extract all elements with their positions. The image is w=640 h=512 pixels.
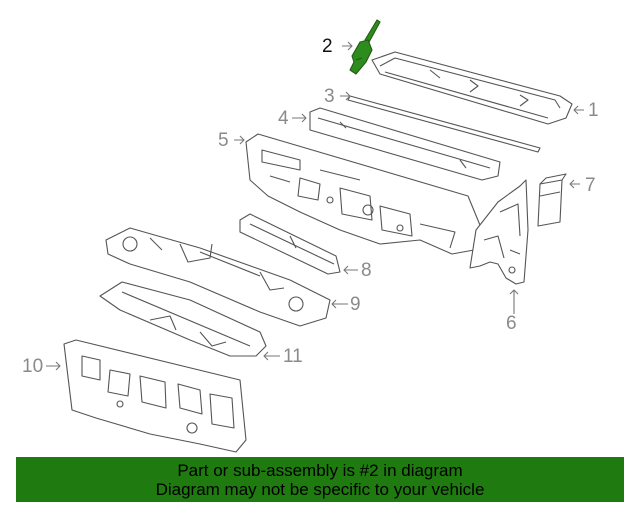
callout-8: 8 — [361, 260, 372, 281]
part-9-crossmember — [105, 227, 331, 327]
leader-lines — [46, 41, 584, 371]
part-5-dash-panel — [245, 133, 483, 255]
callout-6: 6 — [506, 313, 517, 334]
banner-line-2: Diagram may not be specific to your vehi… — [155, 480, 485, 499]
part-7-bracket — [537, 173, 567, 227]
part-11-lower-crossmember — [99, 281, 267, 357]
banner-line-1: Part or sub-assembly is #2 in diagram — [177, 461, 463, 480]
callout-5: 5 — [218, 130, 229, 151]
callout-1: 1 — [588, 100, 599, 121]
callout-11: 11 — [283, 346, 303, 367]
part-2-highlighted-bracket — [349, 19, 381, 75]
part-4-cowl-support — [309, 107, 501, 181]
callout-2: 2 — [322, 36, 333, 57]
part-1-cowl-top-panel — [371, 51, 573, 125]
info-banner: Part or sub-assembly is #2 in diagram Di… — [16, 457, 624, 502]
callout-10: 10 — [22, 356, 44, 377]
parts-diagram — [46, 19, 584, 453]
part-3-rail — [347, 95, 541, 153]
part-10-lower-dash-panel — [63, 339, 247, 453]
callout-9: 9 — [350, 294, 361, 315]
callout-7: 7 — [585, 175, 596, 196]
callout-3: 3 — [324, 86, 335, 107]
callout-4: 4 — [278, 108, 289, 129]
part-8-reinforcement — [239, 213, 341, 275]
part-6-side-panel — [469, 179, 529, 285]
